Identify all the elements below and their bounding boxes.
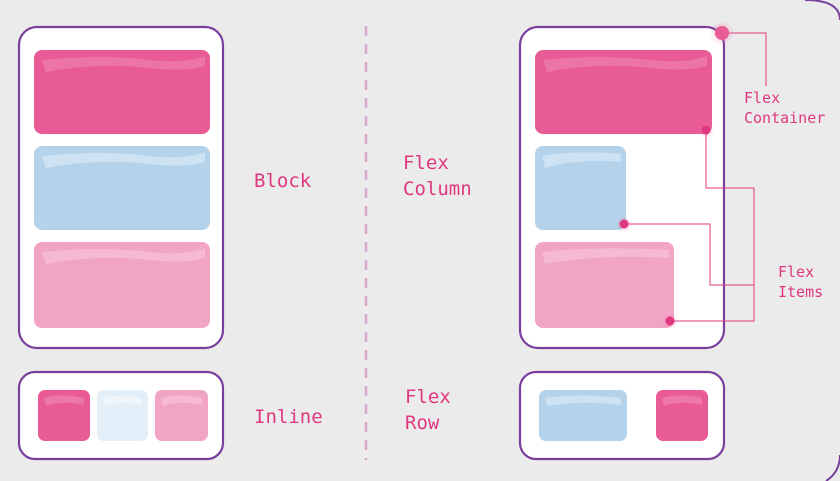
inline-item-2 [97, 390, 148, 441]
callout-connectors [624, 32, 767, 322]
inline-label: Inline [254, 406, 323, 428]
block-label: Block [254, 170, 312, 192]
flex-column-label-line2: Column [403, 178, 472, 200]
flex-column-item-2 [535, 146, 626, 230]
container-connector [722, 32, 767, 86]
inline-item-1 [38, 390, 90, 441]
flex-row-item-2 [656, 390, 708, 441]
item1-connector [705, 130, 755, 286]
flex-column-label-line1: Flex [403, 152, 449, 174]
item3-dot [665, 316, 675, 326]
item2-dot [619, 219, 629, 229]
flex-row-label-line1: Flex [405, 386, 451, 408]
corner-arc-bottom [825, 454, 840, 481]
item2-connector [624, 223, 738, 286]
item1-dot [701, 125, 711, 135]
block-item-1 [34, 50, 210, 134]
callout-items-line2: Items [778, 283, 824, 301]
callout-items-line1: Flex [778, 263, 815, 281]
callout-container-line2: Container [744, 109, 826, 127]
flex-row-item-1 [539, 390, 627, 441]
container-dot [715, 26, 729, 40]
item3-connector [670, 285, 755, 322]
flex-row-label-line2: Row [405, 412, 440, 434]
inline-item-3 [155, 390, 208, 441]
block-item-3 [34, 242, 210, 328]
corner-arc-top [804, 0, 840, 21]
flex-column-item-1 [535, 50, 712, 134]
flex-column-item-3 [535, 242, 674, 328]
block-item-2 [34, 146, 210, 230]
callout-container-line1: Flex [744, 89, 781, 107]
